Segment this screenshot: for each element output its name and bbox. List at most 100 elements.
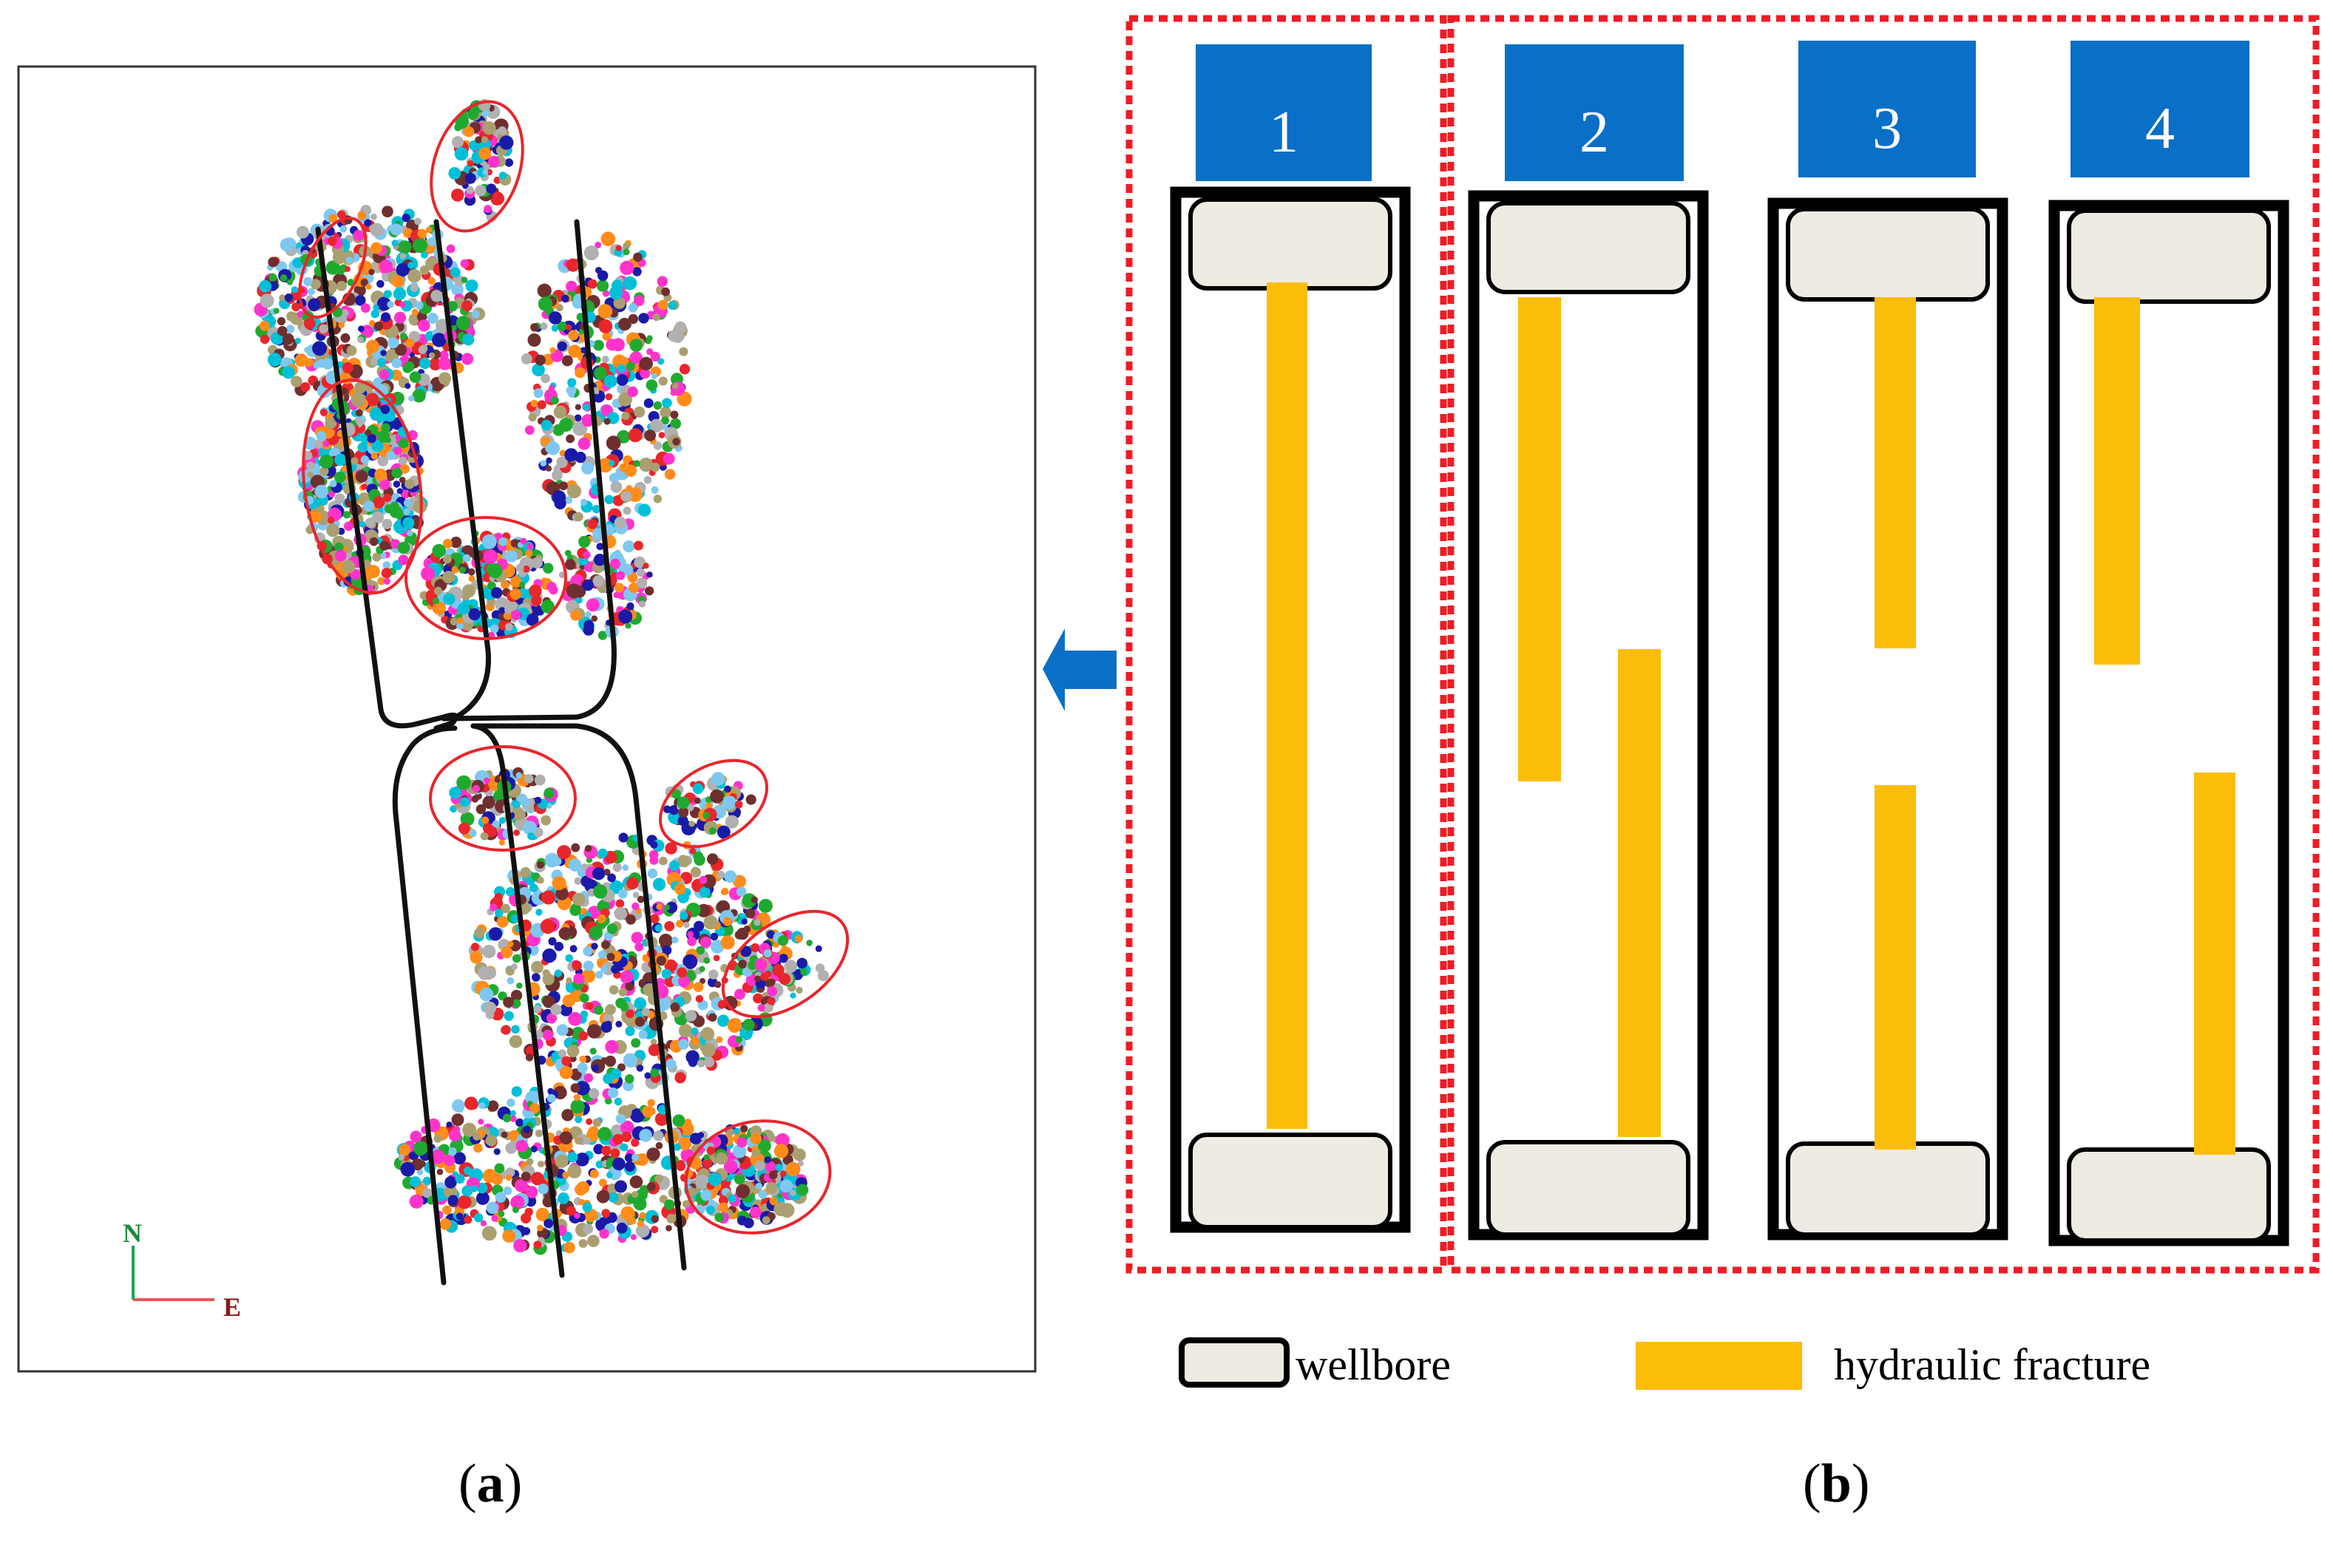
event-dot [663,452,675,465]
event-dot [717,1014,730,1027]
event-dot [481,534,497,549]
event-dot [668,805,680,815]
event-dot [410,1130,422,1143]
event-dot [697,1132,705,1138]
event-dot [361,303,370,313]
event-dot [537,283,552,298]
event-dot [533,1241,542,1249]
event-dot [609,558,620,569]
event-dot [765,1161,776,1172]
event-dot [612,1157,626,1171]
event-dot [567,1164,582,1178]
event-dot [393,311,407,324]
event-dot [363,559,371,567]
event-dot [468,575,475,582]
event-dot [510,610,521,620]
event-dot [651,486,659,494]
event-dot [694,797,701,804]
event-dot [661,968,671,979]
event-dot [656,903,663,910]
event-dot [604,1097,612,1105]
event-dot [606,952,615,962]
event-dot [268,273,277,282]
event-dot [381,423,390,432]
event-dot [543,563,554,574]
event-dot [474,927,485,939]
event-dot [555,887,569,900]
event-dot [407,530,413,537]
event-dot [790,992,796,999]
event-dot [529,1103,541,1113]
event-dot [625,1026,635,1036]
event-dot [486,183,497,194]
event-dot [484,205,492,214]
event-dot [481,1226,497,1241]
event-dot [537,1224,544,1232]
event-dot [650,462,660,472]
event-dot [640,368,651,379]
event-dot [784,960,797,973]
event-dot [671,382,679,390]
event-dot [526,1158,534,1166]
event-dot [417,228,427,239]
event-dot [357,336,365,344]
hydraulic-fracture [1875,297,1916,648]
event-dot [566,434,575,444]
event-dot [638,600,646,608]
event-dot [336,281,347,291]
event-dot [474,1213,484,1223]
event-dot [404,361,415,372]
event-dot [615,1113,626,1124]
event-dot [628,313,638,325]
event-dot [404,383,411,390]
event-dot [594,367,607,380]
event-dot [483,163,490,171]
event-dot [779,973,791,985]
event-dot [438,372,452,385]
event-dot [583,245,599,261]
event-dot [546,1013,558,1024]
event-dot [620,563,634,576]
event-dot [260,334,270,345]
event-dot [552,490,566,505]
event-dot [355,295,366,306]
event-dot [589,1087,600,1099]
event-dot [629,1175,643,1189]
event-dot [291,286,298,293]
event-dot [559,1065,573,1079]
event-dot [745,794,756,805]
event-dot [380,350,387,356]
event-dot [699,886,711,898]
event-dot [354,381,367,394]
event-dot [493,1148,501,1155]
event-dot [621,412,630,421]
event-dot [564,448,578,462]
event-dot [674,883,686,895]
event-dot [366,339,380,353]
event-dot [383,290,392,299]
event-dot [692,783,704,795]
event-dot [511,1025,520,1034]
event-dot [646,1182,656,1192]
event-dot [631,902,640,911]
event-dot [303,276,313,287]
event-dot [694,920,705,931]
event-dot [382,518,393,529]
event-dot [790,1189,796,1196]
event-dot [457,603,470,615]
event-dot [766,930,776,939]
event-dot [303,436,317,450]
event-dot [498,607,506,614]
legend-fracture-swatch [1636,1342,1802,1390]
caption-paren: ) [1851,1453,1870,1514]
event-dot [602,356,609,363]
event-dot [765,970,772,977]
event-dot [679,347,688,356]
event-dot [552,876,566,891]
event-dot [595,241,602,248]
event-dot [546,582,557,592]
event-dot [462,554,471,563]
event-dot [583,960,594,971]
event-dot [498,126,507,135]
event-dot [368,319,376,327]
